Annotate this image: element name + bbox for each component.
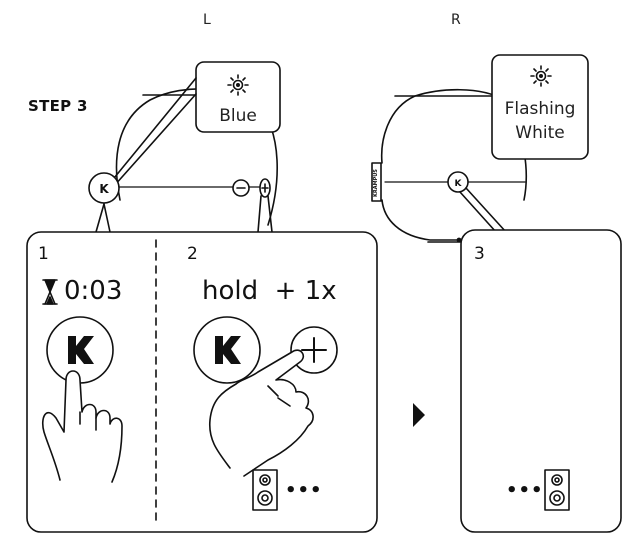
- plus-button-icon: [259, 178, 271, 198]
- hand-icon: [41, 370, 123, 483]
- right-callout-line2: White: [515, 123, 565, 143]
- left-callout-text: Blue: [219, 106, 257, 126]
- minus-button-icon: [232, 179, 250, 197]
- panel-2-number: 2: [187, 244, 198, 264]
- k-button-icon: K: [447, 171, 469, 193]
- light-icon: [227, 74, 249, 96]
- hold-instruction: hold + 1x: [202, 276, 337, 306]
- panel-3-number: 3: [474, 244, 485, 264]
- right-callout-line1: Flashing: [504, 99, 576, 119]
- more-dots: •••: [285, 480, 323, 501]
- panel-right-box: [460, 229, 622, 533]
- speaker-brand-label: KRAMPUS: [373, 169, 379, 197]
- hand-icon: [208, 349, 314, 477]
- left-callout: [109, 61, 281, 187]
- svg-text:K: K: [455, 179, 463, 189]
- more-dots: •••: [506, 480, 544, 501]
- right-callout: [491, 54, 589, 160]
- left-speaker-label: L: [203, 12, 211, 28]
- speaker-icon: [544, 469, 570, 511]
- svg-text:K: K: [99, 182, 109, 196]
- right-speaker-label: R: [451, 12, 461, 28]
- hourglass-icon: [42, 279, 58, 305]
- step-title: STEP 3: [28, 97, 88, 115]
- k-button-icon: K: [88, 172, 120, 204]
- speaker-icon: [252, 469, 278, 511]
- light-icon: [530, 65, 552, 87]
- k-button-icon: [193, 316, 261, 384]
- panel-1-number: 1: [38, 244, 49, 264]
- k-button-icon: [46, 316, 114, 384]
- timer-text: 0:03: [64, 276, 123, 306]
- play-arrow-icon: [413, 403, 425, 427]
- plus-button-icon: [290, 326, 338, 374]
